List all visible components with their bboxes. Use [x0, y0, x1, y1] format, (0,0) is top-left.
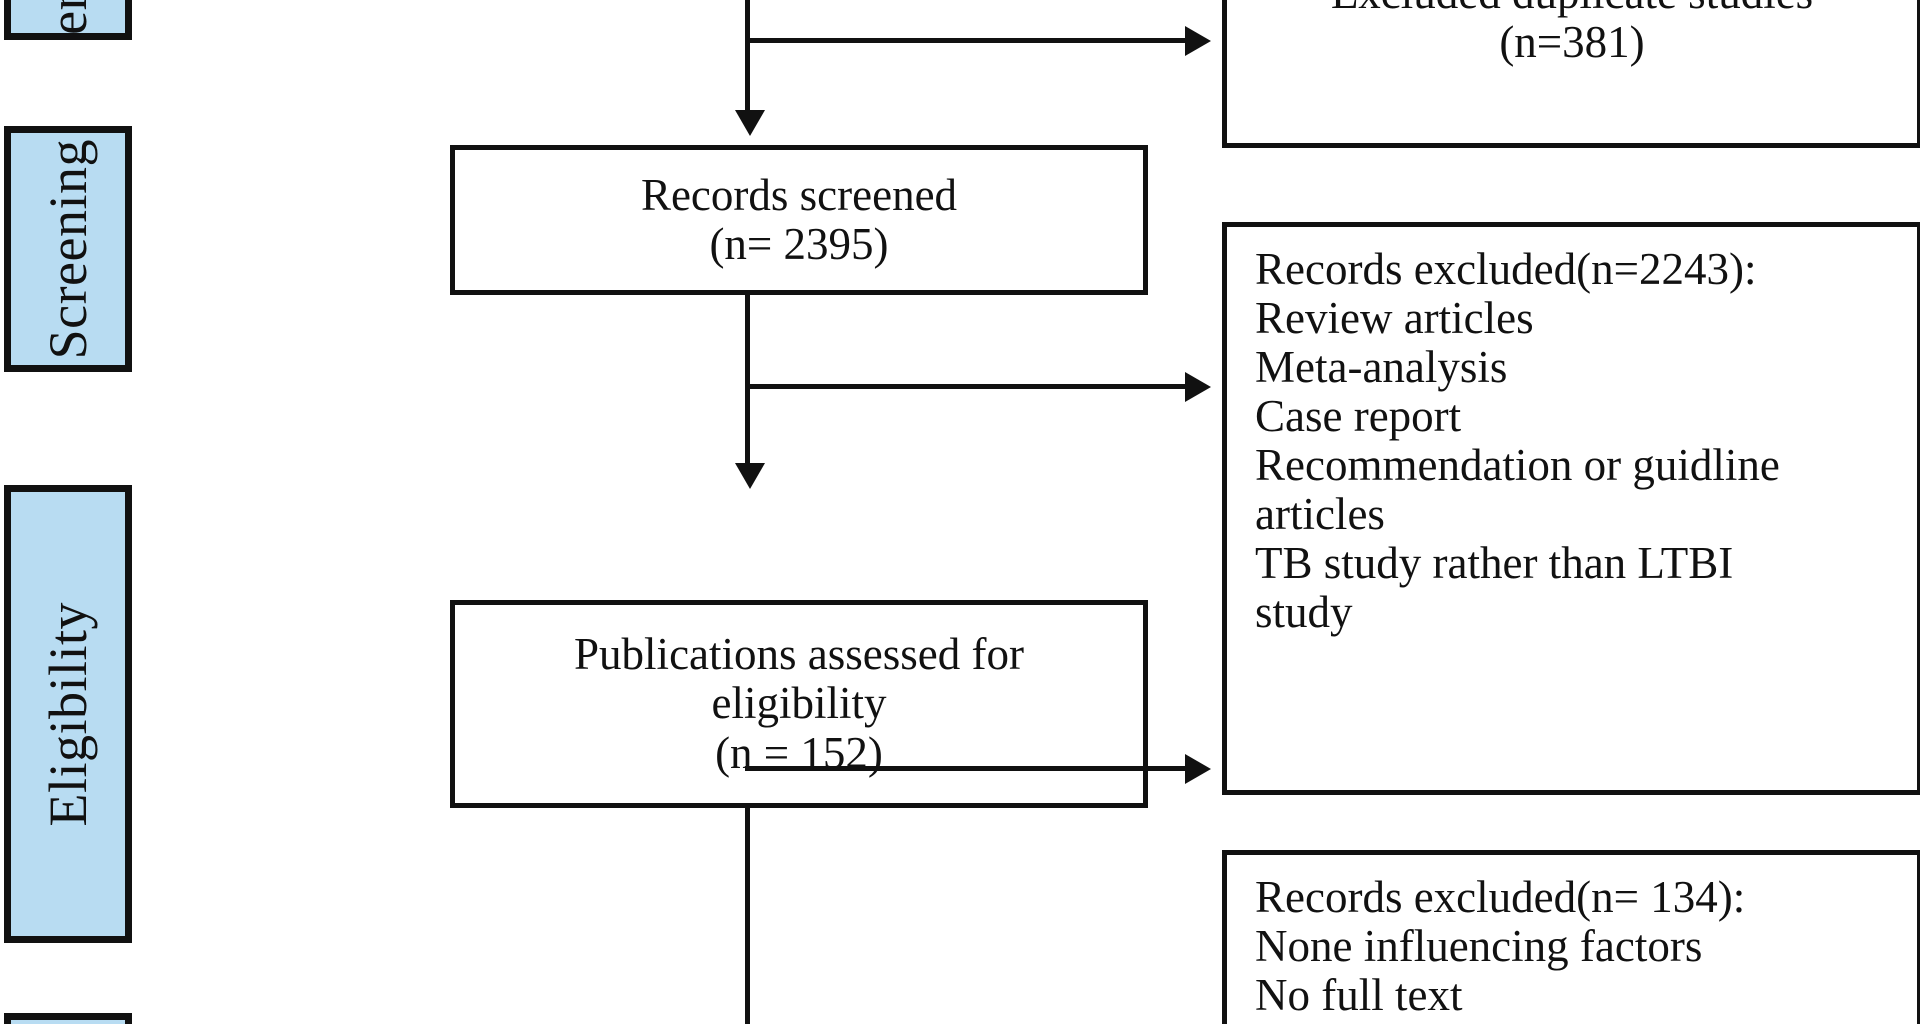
- records-excluded-screening-line-1: Records excluded(n=2243):: [1255, 244, 1757, 294]
- connector-to-excluded-duplicates: [745, 38, 1185, 43]
- stage-box-included: [4, 1013, 132, 1024]
- records-screened-line-2: (n= 2395): [709, 219, 889, 269]
- excluded-duplicates-line-1: Excluded duplicate studies: [1227, 0, 1917, 18]
- arrow-right-to-excluded-duplicates: [1185, 26, 1211, 56]
- stage-label-eligibility: Eligibility: [38, 601, 98, 827]
- stage-label-screening: Screening: [38, 138, 98, 360]
- box-records-excluded-screening: Records excluded(n=2243): Review article…: [1222, 222, 1920, 795]
- stage-box-eligibility: Eligibility: [4, 485, 132, 943]
- box-records-screened: Records screened (n= 2395): [450, 145, 1148, 295]
- box-excluded-duplicate-studies: Excluded duplicate studies (n=381): [1222, 0, 1920, 148]
- connector-screening-trunk: [745, 295, 750, 465]
- box-records-excluded-eligibility: Records excluded(n= 134): None influenci…: [1222, 850, 1920, 1024]
- records-excluded-screening-line-4: Case report: [1255, 391, 1462, 442]
- records-excluded-screening-line-6: articles: [1255, 489, 1385, 540]
- publications-assessed-line-2: eligibility: [711, 678, 887, 729]
- arrow-right-to-records-excluded-eligibility: [1185, 754, 1211, 784]
- records-excluded-eligibility-line-3: No full text: [1255, 970, 1463, 1021]
- arrow-right-to-records-excluded-screening: [1185, 372, 1211, 402]
- records-screened-line-1: Records screened: [640, 169, 958, 220]
- connector-eligibility-trunk: [745, 808, 750, 1024]
- records-excluded-screening-line-7: TB study rather than LTBI: [1255, 538, 1734, 589]
- connector-identification-trunk: [745, 0, 750, 112]
- arrow-down-to-records-screened: [735, 110, 765, 136]
- records-excluded-screening-line-8: study: [1255, 587, 1353, 638]
- excluded-duplicates-line-2: (n=381): [1499, 17, 1645, 67]
- records-excluded-eligibility-line-2: None influencing factors: [1255, 921, 1703, 972]
- publications-assessed-line-1: Publications assessed for: [574, 629, 1024, 680]
- arrow-down-to-publications-assessed: [735, 463, 765, 489]
- records-excluded-screening-line-5: Recommendation or guidline: [1255, 440, 1780, 491]
- connector-to-records-excluded-screening: [745, 384, 1185, 389]
- stage-label-identification: Identification: [38, 0, 98, 33]
- connector-to-records-excluded-eligibility: [745, 766, 1185, 771]
- records-excluded-eligibility-line-1: Records excluded(n= 134):: [1255, 872, 1746, 922]
- stage-box-screening: Screening: [4, 126, 132, 372]
- records-excluded-screening-line-2: Review articles: [1255, 293, 1534, 344]
- stage-box-identification: Identification: [4, 0, 132, 40]
- box-publications-assessed: Publications assessed for eligibility (n…: [450, 600, 1148, 808]
- records-excluded-screening-line-3: Meta-analysis: [1255, 342, 1508, 393]
